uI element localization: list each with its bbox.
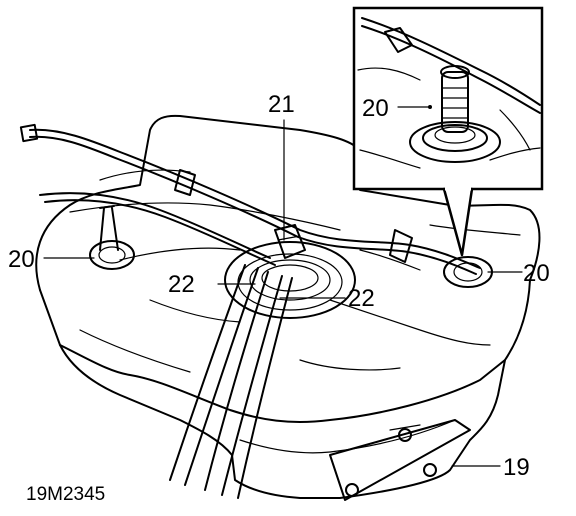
callout-cover-plate: 19 bbox=[503, 454, 530, 481]
hoses bbox=[169, 224, 306, 499]
callout-pipe-left: 22 bbox=[168, 271, 195, 298]
leader-lines bbox=[43, 105, 523, 467]
callout-right-seal: 20 bbox=[523, 260, 550, 287]
callout-connector: 21 bbox=[268, 91, 295, 118]
right-seal bbox=[443, 256, 493, 288]
callout-left-seal: 20 bbox=[8, 246, 35, 273]
cover-plate bbox=[329, 419, 471, 501]
left-seal bbox=[89, 205, 135, 270]
figure-reference-code: 19M2345 bbox=[26, 484, 105, 505]
callout-inset-seal: 20 bbox=[362, 95, 389, 122]
callout-pipe-right: 22 bbox=[348, 285, 375, 312]
inset-detail bbox=[352, 6, 544, 257]
callout-labels: 20 20 20 21 22 22 19 19M2345 bbox=[8, 91, 550, 505]
